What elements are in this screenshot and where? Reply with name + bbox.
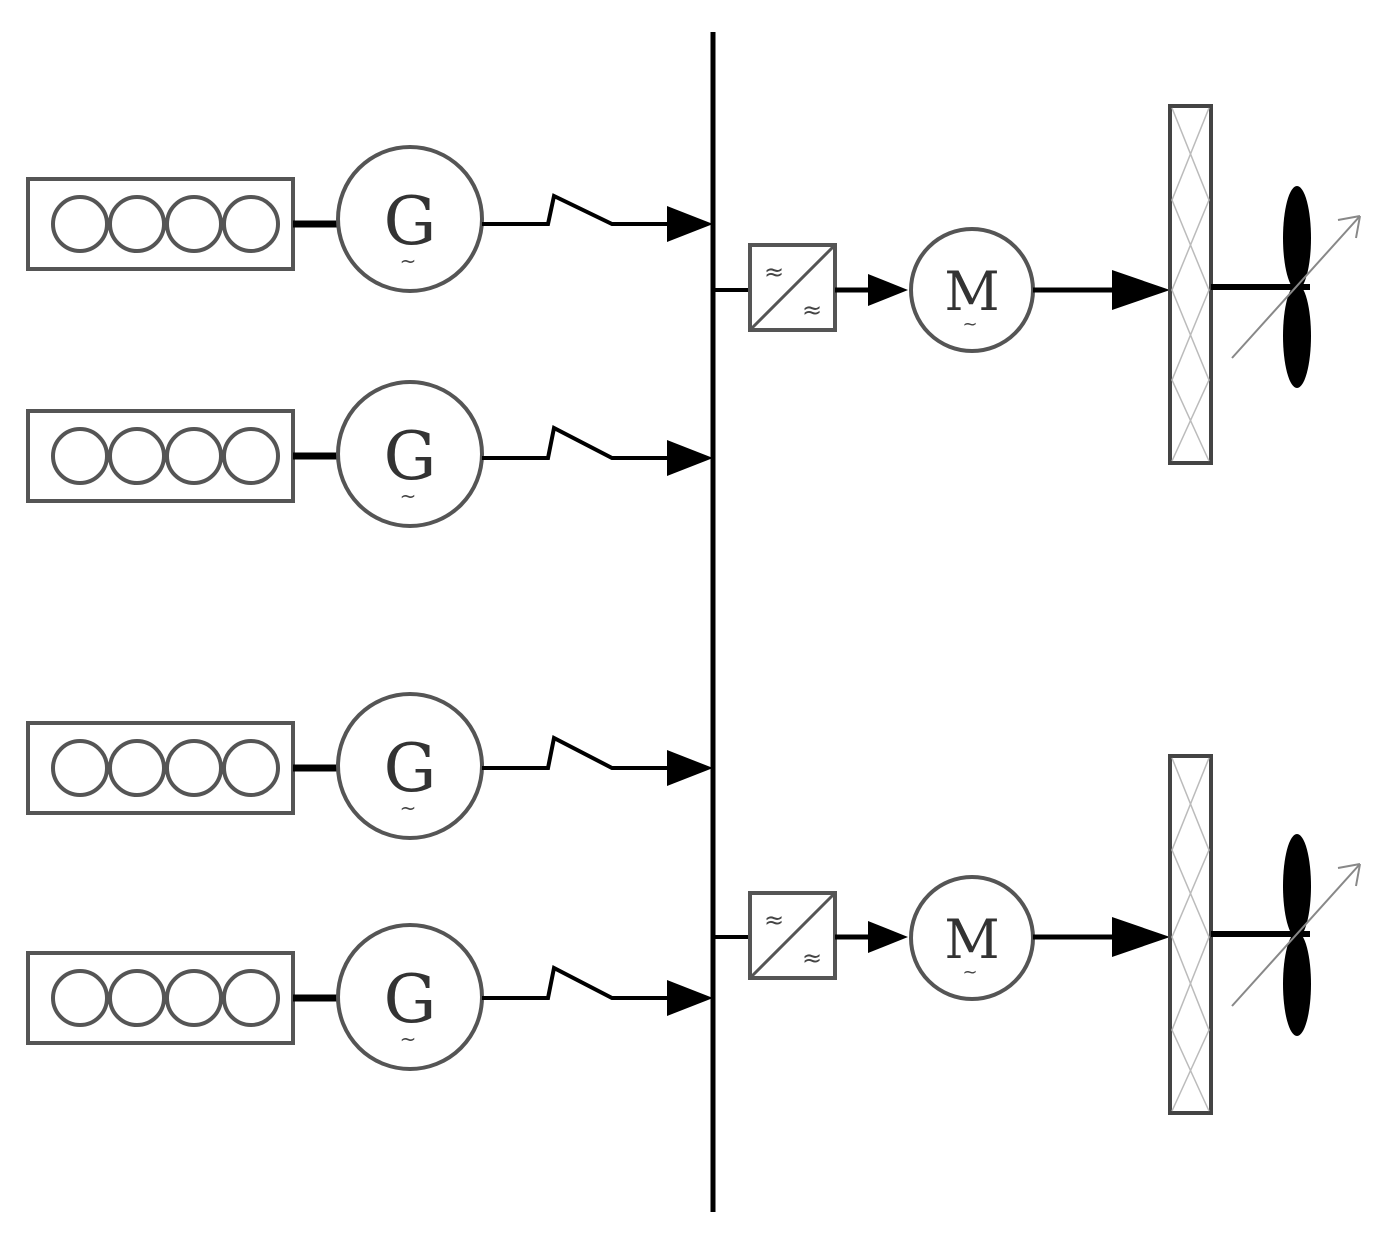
converter-input-symbol: ≈ xyxy=(764,258,784,286)
busbar-arrow xyxy=(667,750,713,786)
gearbox-icon xyxy=(1168,104,1213,465)
motor-icon: M ~ xyxy=(909,227,1035,353)
ac-symbol: ~ xyxy=(962,962,977,983)
gearbox-icon xyxy=(1168,754,1213,1115)
busbar-arrow xyxy=(667,206,713,242)
breaker-icon xyxy=(482,193,703,229)
ac-symbol: ~ xyxy=(400,796,417,820)
generator-label: G xyxy=(384,730,437,807)
generator-icon: G ~ xyxy=(336,923,484,1071)
converter-output-symbol: ≈ xyxy=(802,296,822,324)
ac-symbol: ~ xyxy=(400,1027,417,1051)
propeller-icon xyxy=(1231,186,1361,388)
motor-arrow xyxy=(868,921,908,953)
propulsion-line-2: ≈ ≈ M ~ xyxy=(713,754,1361,1115)
generator-icon: G ~ xyxy=(336,145,484,293)
engine-icon xyxy=(26,951,295,1045)
generator-set-4: G ~ xyxy=(26,923,713,1071)
generator-set-2: G ~ xyxy=(26,380,713,528)
generator-icon: G ~ xyxy=(336,380,484,528)
gearbox-arrow xyxy=(1112,270,1170,310)
motor-label: M xyxy=(944,908,999,971)
converter-output-symbol: ≈ xyxy=(802,944,822,972)
breaker-icon xyxy=(482,735,703,770)
motor-icon: M ~ xyxy=(909,875,1035,1001)
breaker-icon xyxy=(482,965,703,1000)
generator-set-3: G ~ xyxy=(26,692,713,840)
motor-arrow xyxy=(868,274,908,306)
busbar-arrow xyxy=(667,440,713,476)
converter-input-symbol: ≈ xyxy=(764,906,784,934)
converter-icon: ≈ ≈ xyxy=(748,891,837,980)
ac-symbol: ~ xyxy=(400,484,417,508)
propeller-icon xyxy=(1231,834,1361,1036)
motor-label: M xyxy=(944,260,999,323)
generator-label: G xyxy=(384,961,437,1038)
busbar-arrow xyxy=(667,980,713,1016)
generator-label: G xyxy=(384,418,437,495)
generator-icon: G ~ xyxy=(336,692,484,840)
propulsion-line-1: ≈ ≈ M ~ xyxy=(713,104,1361,465)
generator-set-1: G ~ xyxy=(26,145,713,293)
engine-icon xyxy=(26,721,295,815)
generator-label: G xyxy=(384,183,437,260)
engine-icon xyxy=(26,177,295,271)
breaker-icon xyxy=(482,425,703,460)
converter-icon: ≈ ≈ xyxy=(748,243,837,332)
gearbox-arrow xyxy=(1112,917,1170,957)
engine-icon xyxy=(26,409,295,503)
ac-symbol: ~ xyxy=(962,314,977,335)
ac-symbol: ~ xyxy=(400,249,417,273)
